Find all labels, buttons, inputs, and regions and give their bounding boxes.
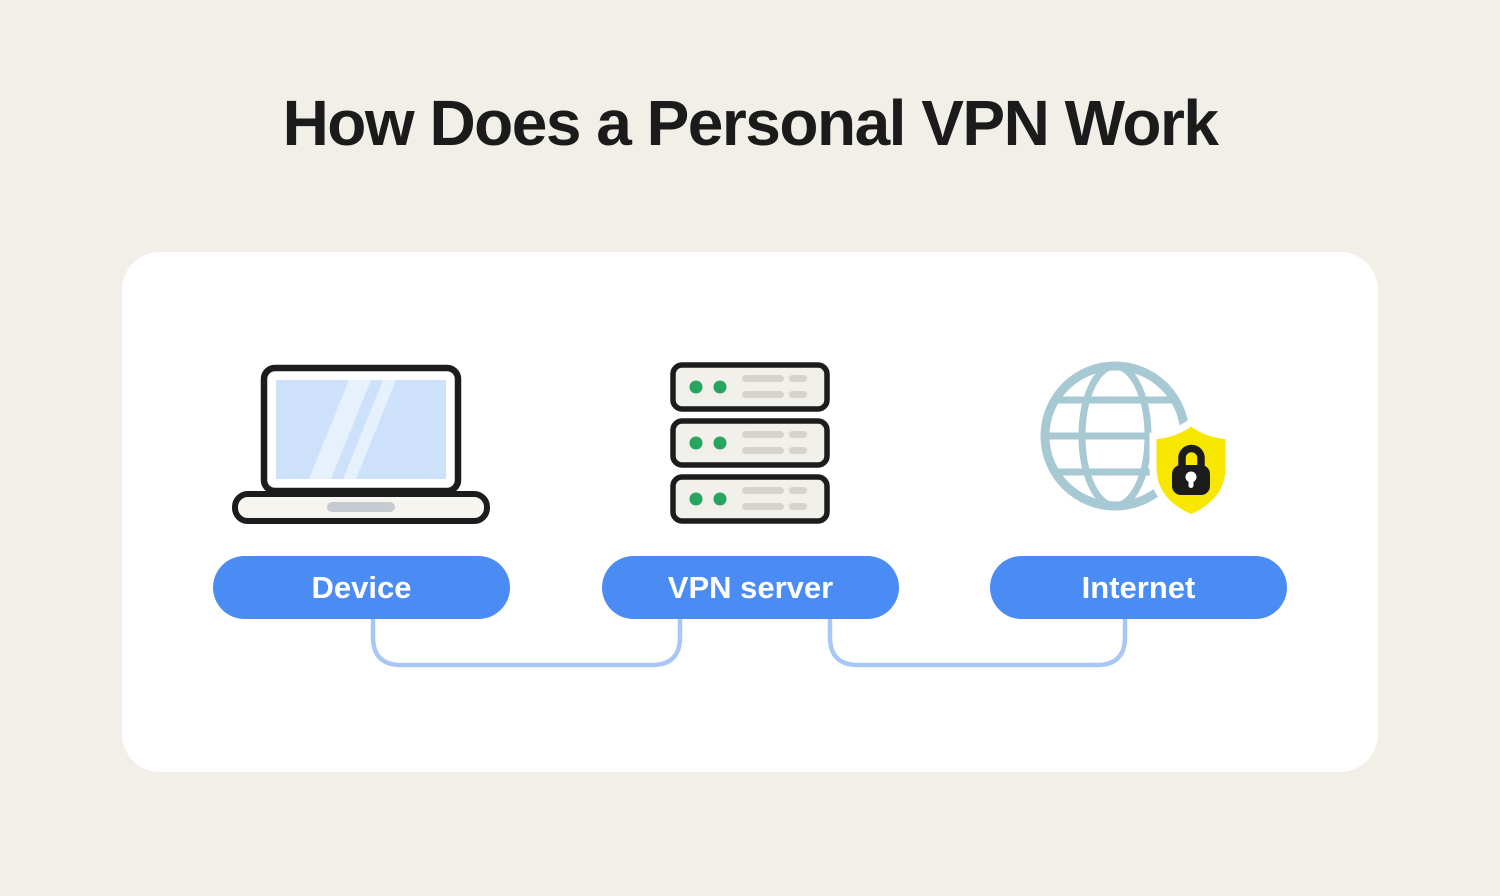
connector-lines	[370, 607, 1128, 668]
connector-vpn-to-internet	[827, 607, 1128, 668]
label-internet-text: Internet	[1081, 569, 1196, 605]
label-device-text: Device	[311, 569, 412, 605]
globe-shield-icon	[1040, 361, 1233, 522]
label-internet: Internet	[990, 556, 1287, 619]
server-icon	[670, 362, 830, 524]
page-title: How Does a Personal VPN Work	[282, 87, 1219, 159]
server-unit-1	[670, 362, 830, 412]
label-vpn-server-text: VPN server	[667, 569, 834, 605]
diagram-card: Device VPN server Internet	[122, 252, 1378, 772]
label-vpn-server: VPN server	[602, 556, 899, 619]
label-device: Device	[213, 556, 510, 619]
server-unit-2	[670, 418, 830, 468]
connector-device-to-vpn	[370, 607, 683, 668]
laptop-icon	[232, 364, 490, 524]
server-unit-3	[670, 474, 830, 524]
shield-lock-icon	[1149, 417, 1233, 522]
